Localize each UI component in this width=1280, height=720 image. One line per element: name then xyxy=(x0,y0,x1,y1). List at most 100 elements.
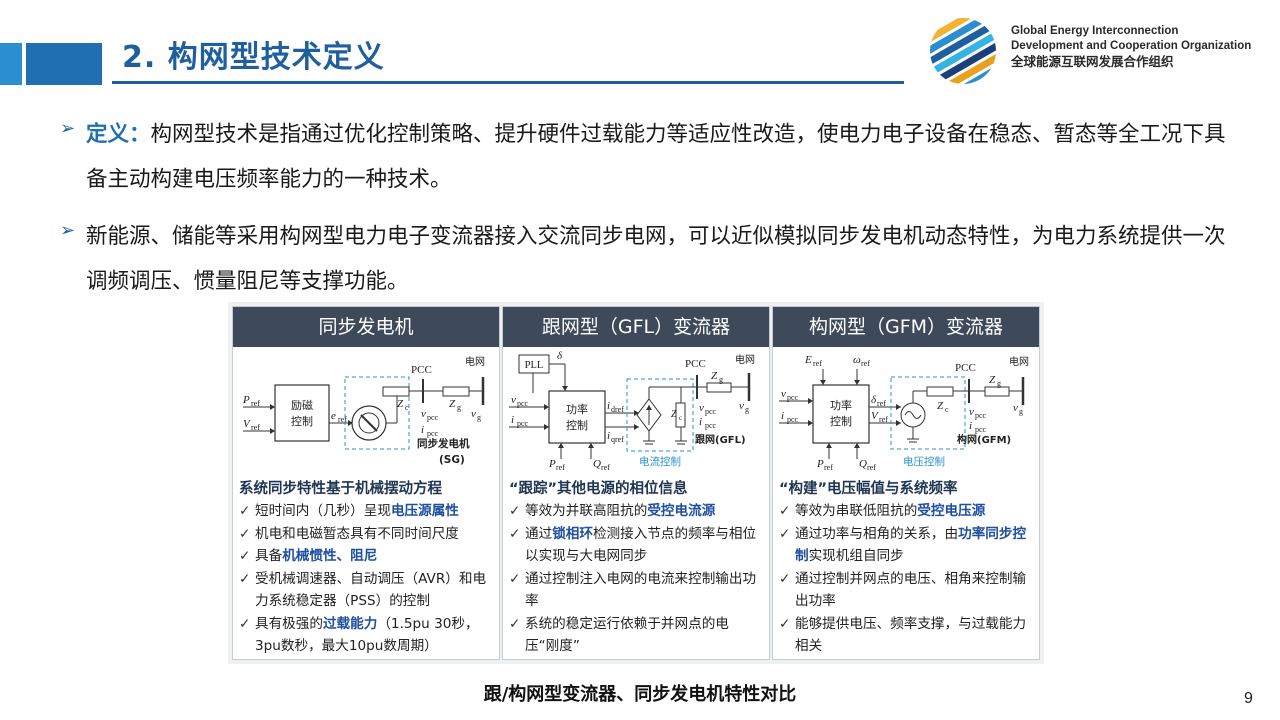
svg-text:PLL: PLL xyxy=(525,360,544,371)
svg-text:功率: 功率 xyxy=(830,398,852,412)
svg-text:v: v xyxy=(739,400,744,412)
zc-label: Z xyxy=(397,398,404,410)
bullet-application: ➢ 新能源、储能等采用构网型电力电子变流器接入交流同步电网，可以近似模拟同步发电… xyxy=(60,214,1230,304)
svg-text:pcc: pcc xyxy=(517,419,529,428)
panel-title: 同步发电机 xyxy=(233,307,499,347)
svg-text:pcc: pcc xyxy=(787,393,799,402)
svg-text:V: V xyxy=(871,410,879,422)
block-label-2: 控制 xyxy=(291,414,313,428)
svg-text:i: i xyxy=(511,414,514,426)
list-item: ✓能够提供电压、频率支撑，与过载能力相关 xyxy=(779,613,1033,658)
list-item: ✓机电和电磁暂态具有不同时间尺度 xyxy=(239,523,493,546)
list-item: ✓等效为并联高阻抗的受控电流源 xyxy=(509,500,763,523)
svg-text:功率: 功率 xyxy=(566,402,588,416)
svg-text:ω: ω xyxy=(853,354,861,366)
voltage-control-label: 电压控制 xyxy=(903,455,945,468)
list-item: ✓受机械调速器、自动调压（AVR）和电力系统稳定器（PSS）的控制 xyxy=(239,568,493,613)
svg-text:ref: ref xyxy=(824,463,833,471)
svg-text:电网: 电网 xyxy=(1009,355,1029,368)
arrow-bullet-icon: ➢ xyxy=(60,220,76,241)
svg-text:v: v xyxy=(969,406,974,418)
svg-text:pcc: pcc xyxy=(427,413,439,422)
signal-eref-sub: ref xyxy=(338,415,347,424)
svg-text:pcc: pcc xyxy=(705,407,717,416)
bullet-definition: ➢ 定义：构网型技术是指通过优化控制策略、提升硬件过载能力等适应性改造，使电力电… xyxy=(60,112,1230,202)
check-icon: ✓ xyxy=(509,525,521,542)
signal-eref: e xyxy=(331,410,336,422)
list-item: ✓具有极强的过载能力（1.5pu 30秒，3pu数秒，最大10pu数周期） xyxy=(239,613,493,658)
svg-text:pcc: pcc xyxy=(975,411,987,420)
svg-text:g: g xyxy=(457,403,461,412)
globe-logo-icon xyxy=(930,18,996,84)
svg-text:c: c xyxy=(679,414,682,422)
gfl-label: 跟网(GFL) xyxy=(695,434,746,446)
gfl-dashed-box xyxy=(626,378,694,452)
svg-text:g: g xyxy=(719,375,723,384)
check-icon: ✓ xyxy=(509,570,521,587)
gfl-diagram: PLL δ 功率 控制 v pcc i pcc P ref Q ref xyxy=(503,347,769,471)
svg-text:i: i xyxy=(699,416,702,428)
svg-text:v: v xyxy=(471,408,476,420)
excitation-control-block xyxy=(274,384,330,442)
svg-text:pcc: pcc xyxy=(427,429,439,438)
svg-text:控制: 控制 xyxy=(566,418,588,432)
current-control-label: 电流控制 xyxy=(639,455,681,468)
svg-text:ref: ref xyxy=(879,415,888,424)
svg-text:pcc: pcc xyxy=(517,399,529,408)
page-number: 9 xyxy=(1244,690,1253,707)
svg-text:电网: 电网 xyxy=(735,353,755,366)
check-icon: ✓ xyxy=(239,525,251,542)
svg-text:i: i xyxy=(781,410,784,422)
input-pref-sub: ref xyxy=(251,399,260,408)
page-title: 2. 构网型技术定义 xyxy=(122,40,385,75)
feature-list: ✓等效为串联低阻抗的受控电压源 ✓通过功率与相角的关系，由功率同步控制实现机组自… xyxy=(773,500,1039,658)
block-label-1: 励磁 xyxy=(291,399,313,412)
org-name-en-2: Development and Cooperation Organization xyxy=(1011,40,1252,52)
input-vref-sub: ref xyxy=(251,423,260,432)
svg-text:Q: Q xyxy=(859,458,867,470)
svg-text:P: P xyxy=(816,458,824,470)
panel-subtitle: “构建”电压幅值与系统频率 xyxy=(779,481,958,497)
svg-text:i: i xyxy=(421,424,424,436)
check-icon: ✓ xyxy=(779,503,791,519)
svg-text:ref: ref xyxy=(556,463,565,471)
svg-text:Z: Z xyxy=(671,409,677,420)
svg-text:(SG): (SG) xyxy=(439,454,465,466)
svg-text:Z: Z xyxy=(989,374,996,386)
feature-list: ✓等效为并联高阻抗的受控电流源 ✓通过锁相环检测接入节点的频率与相位以实现与大电… xyxy=(503,500,769,658)
arrow-bullet-icon: ➢ xyxy=(60,118,76,139)
svg-text:P: P xyxy=(548,458,556,470)
svg-text:v: v xyxy=(511,394,516,406)
input-vref: V xyxy=(243,418,251,430)
title-underline xyxy=(112,81,904,84)
org-name-cn: 全球能源互联网发展合作组织 xyxy=(1011,55,1174,69)
bullet-text: 构网型技术是指通过优化控制策略、提升硬件过载能力等适应性改造，使电力电子设备在稳… xyxy=(86,122,1226,192)
svg-text:c: c xyxy=(405,403,409,412)
svg-text:Z: Z xyxy=(449,398,456,410)
gfm-diagram: E ref ω ref 功率 控制 v pcc i pcc P ref Q xyxy=(773,347,1039,471)
svg-text:pcc: pcc xyxy=(975,425,987,434)
svg-text:PCC: PCC xyxy=(685,358,706,370)
sg-label: 同步发电机 xyxy=(417,437,470,450)
svg-text:PCC: PCC xyxy=(955,362,976,374)
svg-text:g: g xyxy=(477,413,481,422)
panel-subtitle: “跟踪”其他电源的相位信息 xyxy=(509,481,688,497)
svg-text:c: c xyxy=(945,405,949,414)
svg-text:g: g xyxy=(1019,407,1023,416)
check-icon: ✓ xyxy=(509,615,521,632)
svg-text:g: g xyxy=(745,405,749,414)
panel-title: 构网型（GFM）变流器 xyxy=(773,307,1039,347)
org-name: Global Energy Interconnection Developmen… xyxy=(1011,24,1251,71)
svg-text:v: v xyxy=(1013,402,1018,414)
svg-text:Z: Z xyxy=(937,400,944,412)
svg-text:v: v xyxy=(781,388,786,400)
svg-text:pcc: pcc xyxy=(787,415,799,424)
check-icon: ✓ xyxy=(509,503,521,519)
svg-text:pcc: pcc xyxy=(705,421,717,430)
svg-text:g: g xyxy=(997,379,1001,388)
bullet-text: 新能源、储能等采用构网型电力电子变流器接入交流同步电网，可以近似模拟同步发电机动… xyxy=(86,224,1226,294)
svg-text:δ: δ xyxy=(871,394,877,406)
panel-title: 跟网型（GFL）变流器 xyxy=(503,307,769,347)
comparison-figure: 同步发电机 励磁 控制 P ref V ref e ref xyxy=(228,302,1044,664)
gfm-label: 构网(GFM) xyxy=(957,433,1011,446)
